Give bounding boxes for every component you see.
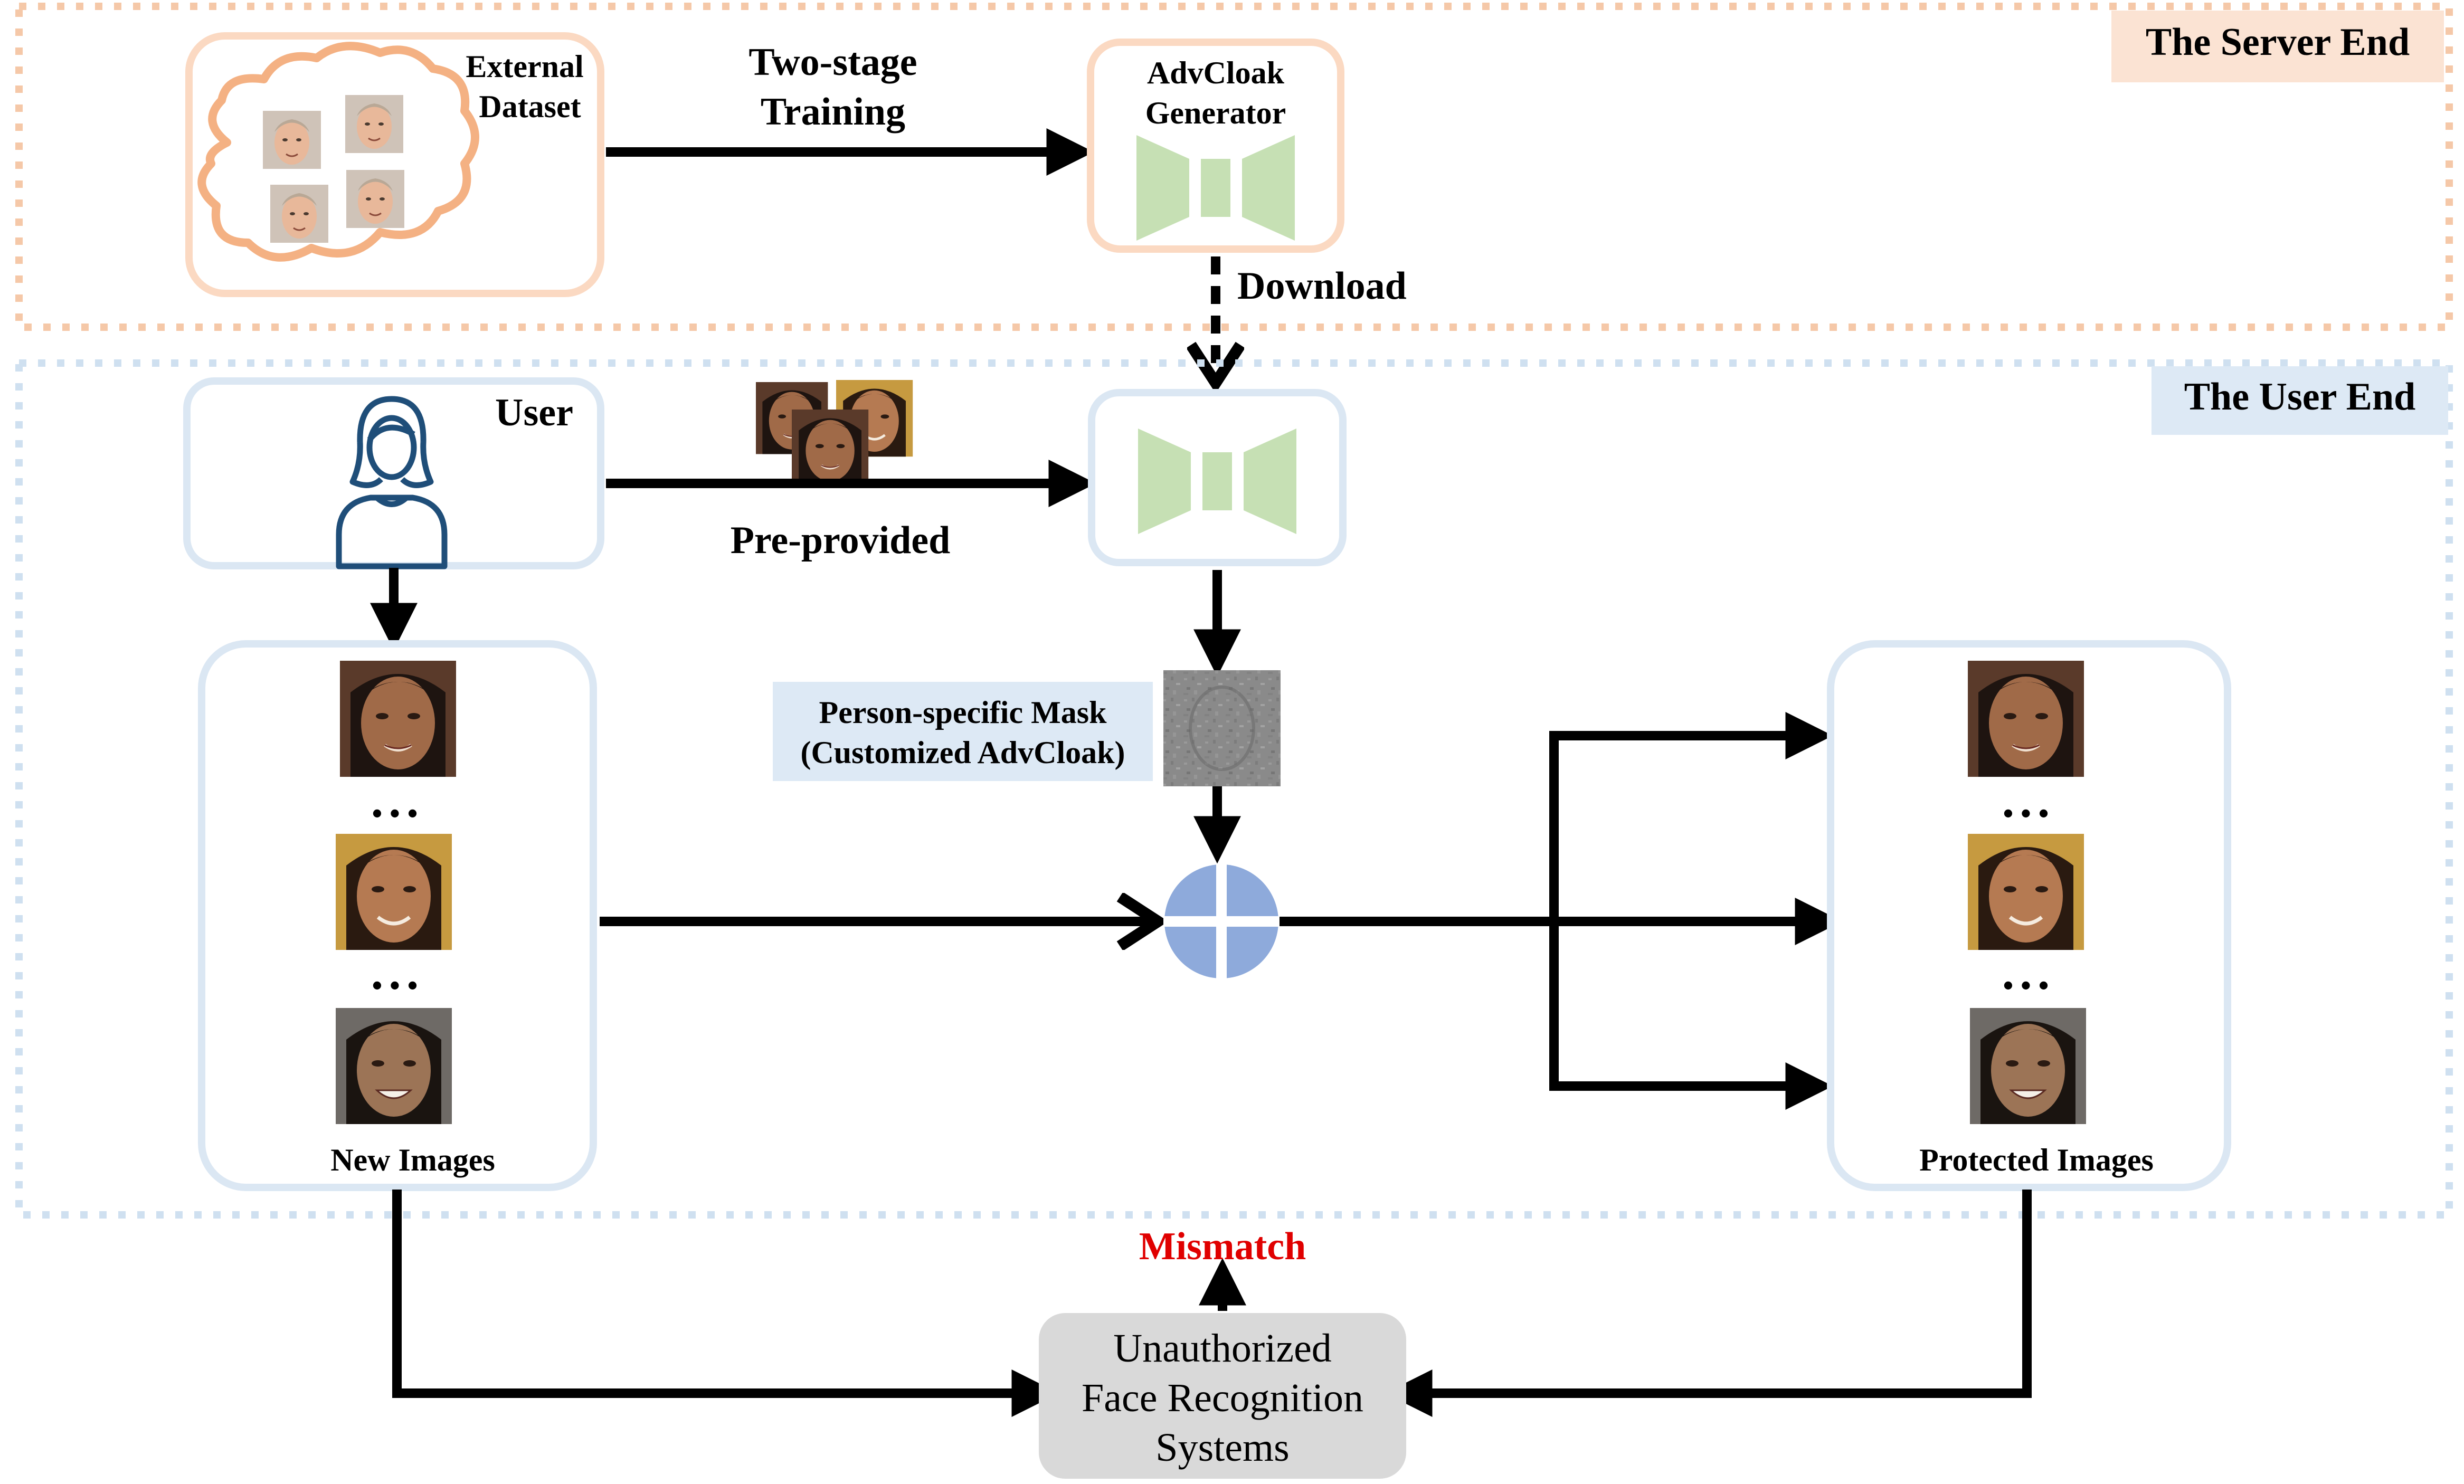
dataset-face-1 [262, 110, 322, 170]
dataset-face-2 [344, 94, 404, 154]
training-label-line1: Two-stage [748, 41, 917, 84]
user-end-title-bg [2152, 366, 2448, 435]
training-label-line2: Training [761, 90, 905, 134]
system-label-line2: Face Recognition [1082, 1376, 1363, 1420]
new-images-ellipsis-1: • • • [372, 797, 418, 830]
preprovided-face-3 [791, 408, 870, 488]
user-label: User [495, 391, 573, 434]
protected-image-3 [1969, 1007, 2087, 1125]
protected-to-system-arrow [1385, 1190, 2032, 1417]
system-label-line3: Systems [1155, 1425, 1289, 1470]
mask-label-line2: (Customized AdvCloak) [800, 735, 1125, 770]
recognition-region: Unauthorized Face Recognition Systems Mi… [392, 1190, 2032, 1479]
preprovided-faces [755, 380, 913, 488]
mask-label-bg [773, 682, 1153, 781]
dataset-face-4 [345, 169, 405, 229]
user-end-region: The User End User Pre-provided • • • • •… [15, 359, 2453, 1219]
mask-label-line1: Person-specific Mask [819, 695, 1107, 730]
protected-images-ellipsis-1: • • • [2003, 797, 2049, 830]
system-label-line1: Unauthorized [1113, 1326, 1332, 1371]
dataset-label-line2: Dataset [479, 89, 581, 124]
add-circle-icon [1163, 863, 1280, 979]
cloud-icon [197, 42, 479, 262]
preprovided-label: Pre-provided [731, 519, 951, 562]
output-distribution [1280, 712, 1843, 1110]
download-label: Download [1237, 264, 1407, 308]
new-image-2 [336, 834, 452, 950]
server-end-region: The Server End External Dataset Two-stag… [15, 3, 2453, 381]
user-end-border [15, 359, 2453, 1219]
generator-label-line1: AdvCloak [1147, 55, 1285, 90]
face-recognition-system-box [1039, 1313, 1406, 1479]
new-image-3 [335, 1007, 453, 1125]
protected-image-2 [1968, 834, 2084, 950]
server-end-title: The Server End [2146, 21, 2410, 64]
dataset-face-3 [269, 184, 329, 244]
new-images-ellipsis-2: • • • [372, 969, 418, 1002]
noise-mask-icon [1163, 670, 1281, 786]
new-images-to-system-arrow [392, 1190, 1059, 1417]
protected-image-1 [1968, 661, 2084, 777]
protected-images-ellipsis-2: • • • [2003, 969, 2049, 1002]
new-image-1 [340, 661, 456, 777]
dataset-label-line1: External [466, 49, 583, 84]
server-end-border [15, 3, 2453, 331]
mismatch-label: Mismatch [1139, 1225, 1306, 1268]
server-end-title-bg [2111, 11, 2444, 82]
new-images-label: New Images [330, 1143, 495, 1177]
generator-label-line2: Generator [1145, 96, 1286, 130]
user-end-title: The User End [2184, 375, 2416, 418]
protected-images-label: Protected Images [1919, 1143, 2154, 1177]
